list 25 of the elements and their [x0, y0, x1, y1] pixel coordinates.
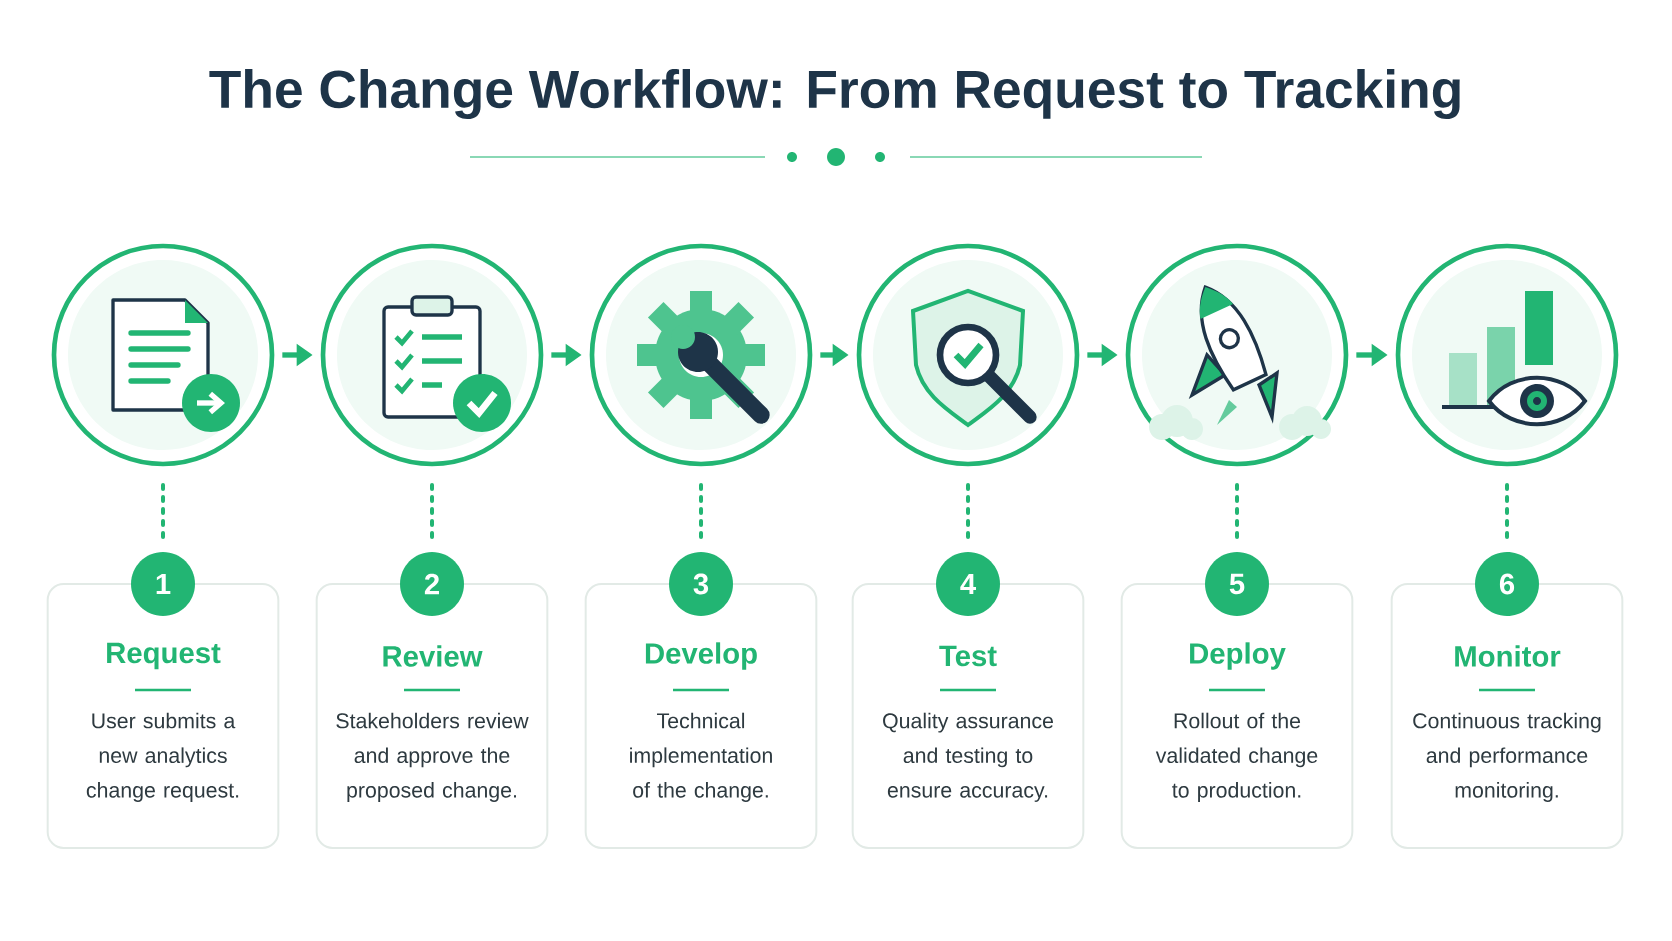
title: The Change Workflow: From Request to Tracking: [209, 69, 1460, 119]
step-heading: Test: [939, 645, 997, 667]
number-badge: 5: [1205, 552, 1269, 616]
step-description: Stakeholders review and approve the proposed change.: [336, 712, 529, 802]
dotted-connector: [430, 483, 434, 541]
number-badge: 6: [1475, 552, 1539, 616]
step-heading: Deploy: [1190, 642, 1286, 670]
step-description: Continuous tracking and performance monitoring.: [1413, 712, 1601, 802]
step-heading: Develop: [645, 642, 757, 670]
step-heading: Request: [107, 642, 221, 670]
dotted-connector: [966, 483, 970, 541]
step-description: User submits a new analytics change request.: [86, 712, 239, 802]
dotted-connector: [161, 483, 165, 541]
step-heading: Review: [383, 645, 483, 667]
dotted-connector: [699, 483, 703, 541]
step-description: Rollout of the validated change to production.: [1155, 712, 1318, 802]
step-heading: Monitor: [1455, 645, 1561, 667]
number-badge: 2: [400, 552, 464, 616]
number-badge: 1: [131, 552, 195, 616]
number-badge: 4: [936, 552, 1000, 616]
step-description: Technical implementation of the change.: [630, 712, 772, 802]
number-badge: 3: [669, 552, 733, 616]
dotted-connector: [1505, 483, 1509, 541]
step-description: Quality assurance and testing to ensure accuracy.: [883, 712, 1053, 802]
dotted-connector: [1235, 483, 1239, 541]
